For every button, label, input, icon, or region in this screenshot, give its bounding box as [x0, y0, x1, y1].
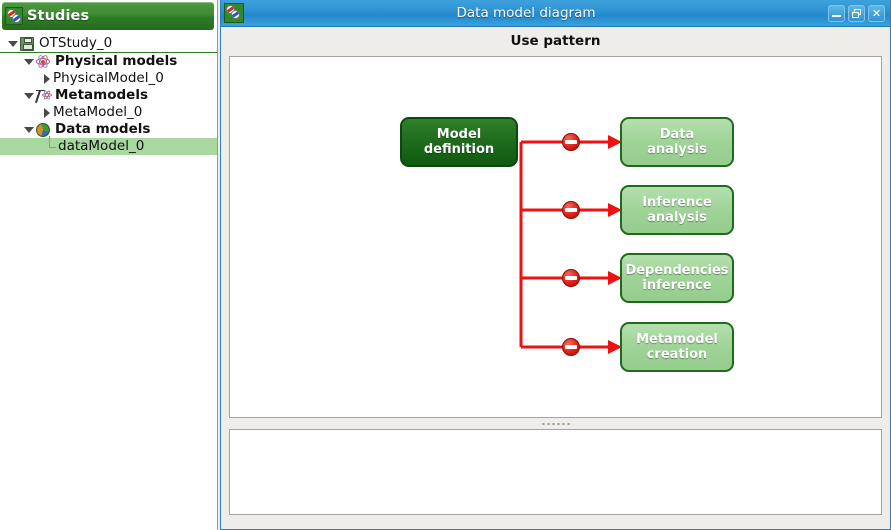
- blocked-icon: [562, 201, 580, 219]
- chevron-right-icon[interactable]: [40, 104, 53, 121]
- node-label: Metamodel creation: [636, 332, 718, 362]
- chevron-down-icon[interactable]: [22, 53, 35, 70]
- function-atom-icon: [35, 88, 52, 104]
- node-data-analysis[interactable]: Data analysis: [620, 117, 734, 167]
- node-label: Data analysis: [647, 127, 707, 157]
- splitter-grip-icon: [542, 422, 569, 425]
- tree-item-label: dataModel_0: [58, 138, 145, 154]
- node-dependencies-inference[interactable]: Dependencies inference: [620, 253, 734, 303]
- diagram-connectors: [519, 135, 622, 354]
- tree-item-metamodel-0[interactable]: MetaModel_0: [0, 104, 217, 121]
- minimize-button[interactable]: [828, 4, 845, 22]
- studies-dock-panel: Studies OTStudy_0 Physical models Physic…: [0, 0, 218, 530]
- close-button[interactable]: ✕: [868, 4, 885, 22]
- chevron-down-icon[interactable]: [6, 35, 19, 52]
- panel-splitter[interactable]: [229, 418, 882, 429]
- blocked-icon: [562, 133, 580, 151]
- billiard-balls-icon: [224, 3, 244, 23]
- window-title-bar[interactable]: Data model diagram ✕: [221, 0, 890, 27]
- node-model-definition[interactable]: Model definition: [400, 117, 518, 167]
- diagram-canvas[interactable]: Model definition Data analysis Inference…: [229, 56, 882, 418]
- window-content: Use pattern: [221, 27, 890, 529]
- studies-tree[interactable]: OTStudy_0 Physical models PhysicalModel_…: [0, 32, 217, 155]
- details-panel[interactable]: [229, 429, 882, 515]
- chevron-right-icon[interactable]: [40, 70, 53, 87]
- data-model-diagram-window: Data model diagram ✕ Use pattern: [220, 0, 891, 530]
- restore-button[interactable]: [848, 4, 865, 22]
- tree-item-physicalmodel-0[interactable]: PhysicalModel_0: [0, 70, 217, 87]
- tree-branch-icon: [45, 136, 58, 155]
- save-floppy-icon: [19, 36, 36, 52]
- tree-item-physical-models[interactable]: Physical models: [0, 53, 217, 70]
- node-label: Dependencies inference: [625, 263, 729, 293]
- blocked-icon: [562, 338, 580, 356]
- tree-item-metamodels[interactable]: Metamodels: [0, 87, 217, 104]
- studies-dock-title: Studies: [27, 8, 90, 24]
- close-icon: ✕: [871, 6, 882, 20]
- tree-item-label: Physical models: [55, 53, 178, 69]
- pie-chart-icon: [35, 122, 52, 138]
- blocked-icon: [562, 269, 580, 287]
- use-pattern-heading: Use pattern: [510, 33, 601, 49]
- tree-item-otstudy[interactable]: OTStudy_0: [0, 35, 217, 53]
- window-title: Data model diagram: [456, 5, 596, 21]
- billiard-balls-icon: [5, 7, 23, 25]
- studies-dock-title-bar[interactable]: Studies: [2, 2, 214, 30]
- node-metamodel-creation[interactable]: Metamodel creation: [620, 322, 734, 372]
- node-label: Inference analysis: [642, 195, 712, 225]
- tree-item-label: OTStudy_0: [39, 35, 113, 51]
- tree-item-label: MetaModel_0: [53, 104, 143, 120]
- chevron-down-icon[interactable]: [22, 87, 35, 104]
- node-label: Model definition: [423, 127, 495, 157]
- atom-icon: [35, 53, 52, 70]
- chevron-down-icon[interactable]: [22, 121, 35, 138]
- node-inference-analysis[interactable]: Inference analysis: [620, 185, 734, 235]
- window-controls: ✕: [828, 4, 885, 22]
- tree-item-label: PhysicalModel_0: [53, 70, 164, 86]
- tree-item-label: Metamodels: [55, 87, 148, 103]
- tree-item-datamodel-0[interactable]: dataModel_0: [0, 136, 217, 155]
- tree-item-data-models[interactable]: Data models: [0, 121, 217, 138]
- tree-item-label: Data models: [55, 121, 151, 137]
